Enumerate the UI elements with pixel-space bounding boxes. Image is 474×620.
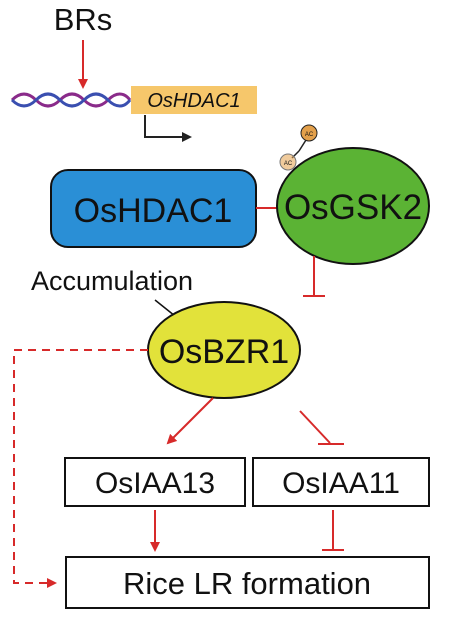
gene-box bbox=[131, 86, 257, 114]
osgsk2-node bbox=[276, 147, 430, 265]
acetyl-label-lower: AC bbox=[284, 161, 293, 167]
osiaa13-node bbox=[64, 457, 246, 507]
rice-lr-formation-node bbox=[65, 556, 430, 609]
bzr1-inhibits-iaa11 bbox=[299, 410, 331, 444]
oshdac1-label: OsHDAC1 bbox=[74, 192, 233, 230]
transcription-arrow bbox=[144, 115, 192, 142]
osiaa13-label: OsIAA13 bbox=[95, 467, 215, 500]
osiaa11-label: OsIAA11 bbox=[282, 467, 400, 500]
gene-label: OsHDAC1 bbox=[147, 90, 240, 112]
acetyl-group-lower-icon bbox=[279, 153, 297, 171]
accumulation-label: Accumulation bbox=[31, 266, 193, 296]
rice-lr-formation-label: Rice LR formation bbox=[123, 566, 371, 601]
osiaa11-node bbox=[252, 457, 430, 507]
acetyl-link-upper bbox=[298, 139, 307, 152]
bzr1-to-iaa13-arrow bbox=[166, 397, 214, 445]
acetyl-group-upper-icon bbox=[300, 124, 318, 142]
osgsk2-label: OsGSK2 bbox=[284, 188, 422, 227]
osbzr1-label: OsBZR1 bbox=[159, 333, 289, 371]
acetyl-label-upper: AC bbox=[305, 132, 314, 138]
brs-label: BRs bbox=[54, 2, 113, 37]
dna-helix-icon bbox=[10, 92, 132, 108]
